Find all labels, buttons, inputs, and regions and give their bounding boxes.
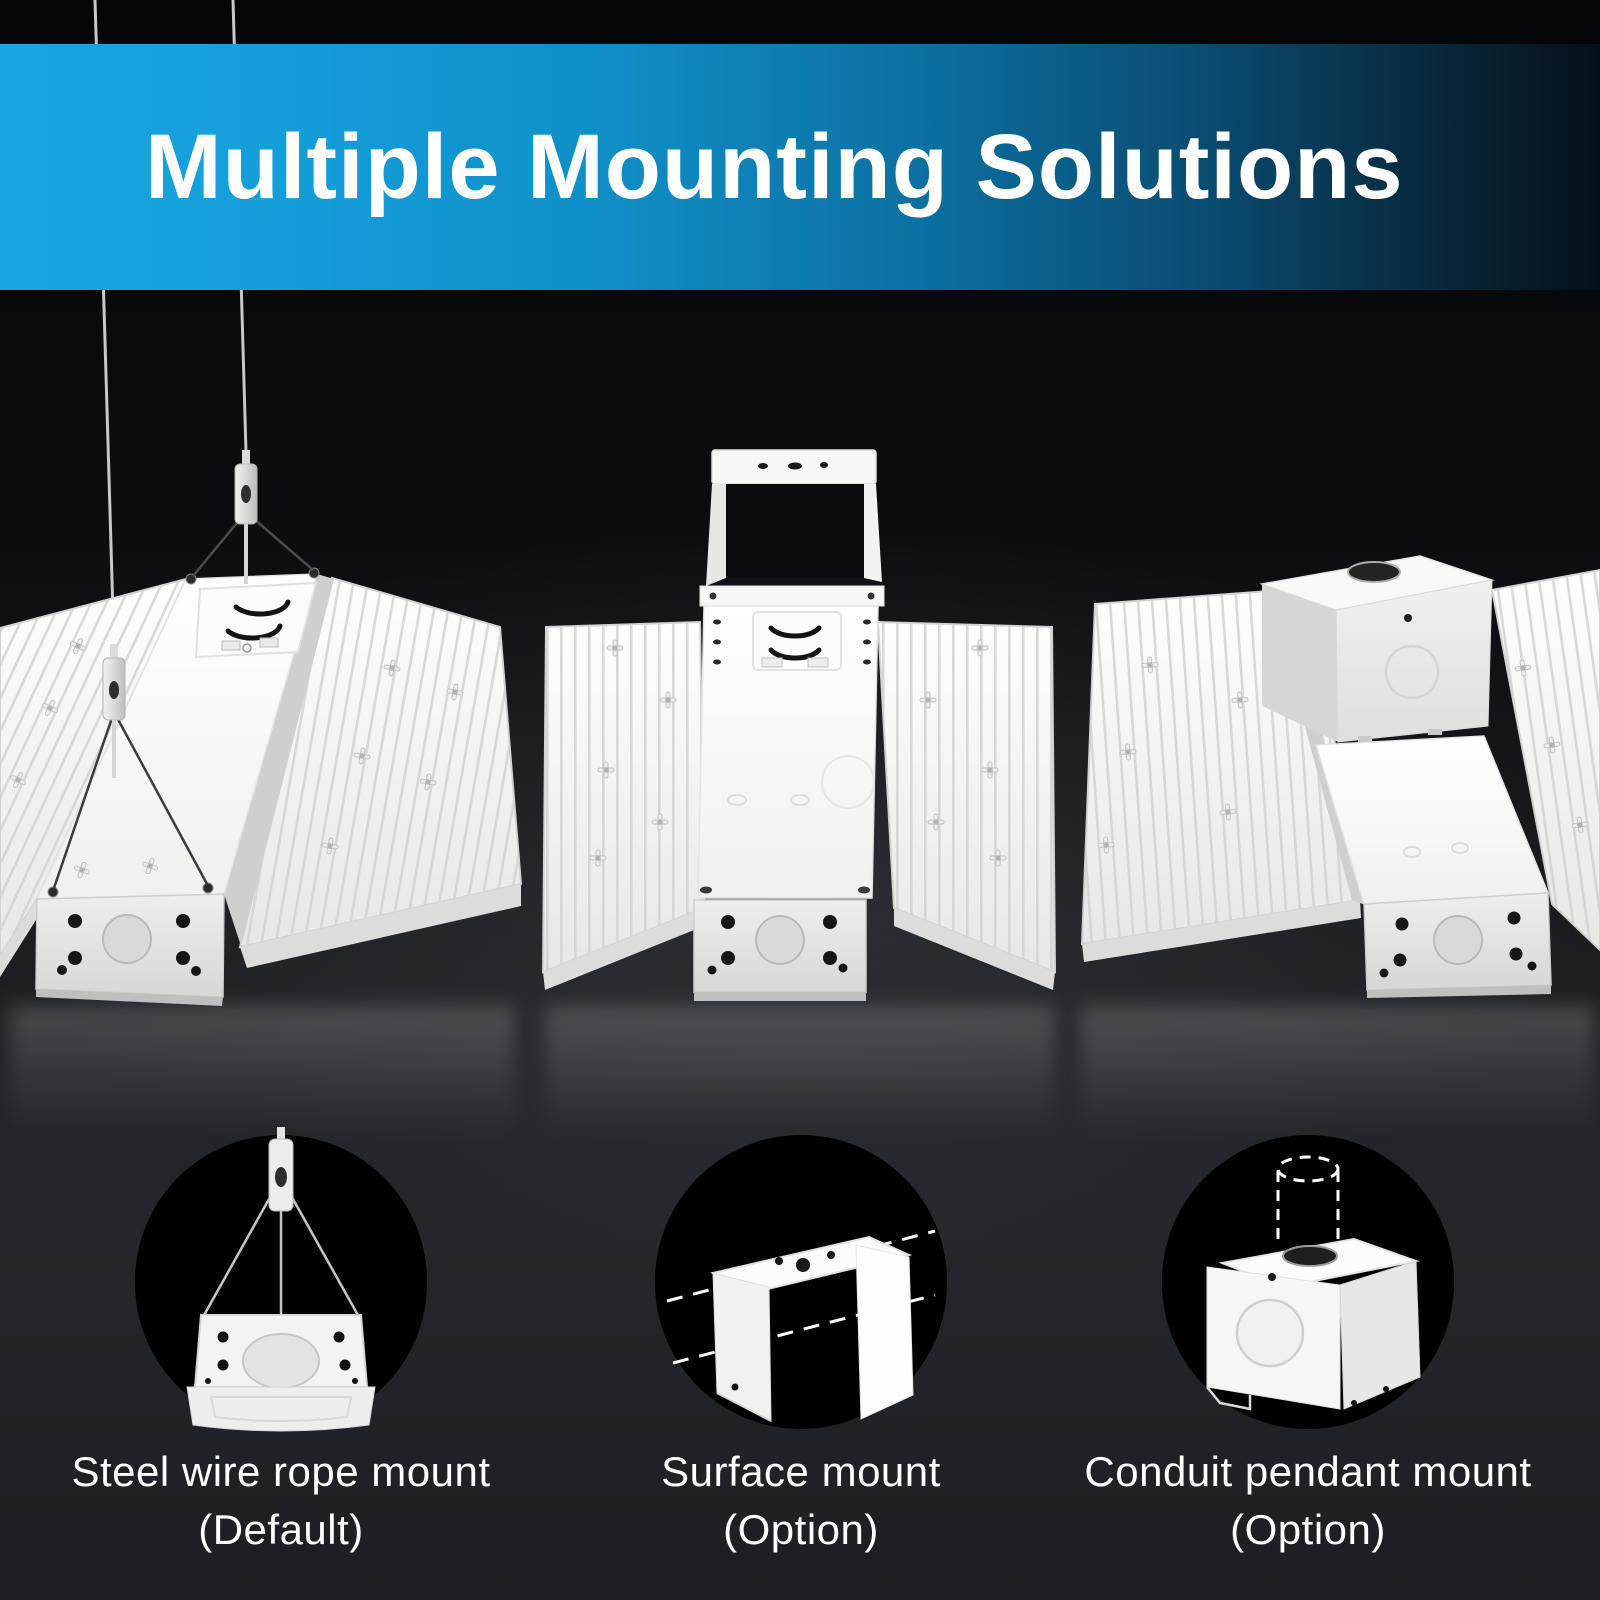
page-title: Multiple Mounting Solutions [145,116,1404,218]
knockout-hole [102,914,152,964]
fixture-surface-mount [541,449,1057,1001]
hero-banner: Multiple Mounting Solutions [0,44,1600,290]
floor-reflections [10,1006,1595,1136]
knockout-hole [755,915,805,965]
conduit-junction-box-icon [1259,555,1495,743]
cable-gripper-icon [192,450,314,584]
cable-gripper-icon [52,644,209,889]
surface-mount-bracket-icon [699,449,885,607]
fixture-conduit-pendant-mount [1080,555,1600,998]
fixture-steel-wire-rope-mount [0,0,523,1006]
knockout-hole [1433,915,1483,965]
